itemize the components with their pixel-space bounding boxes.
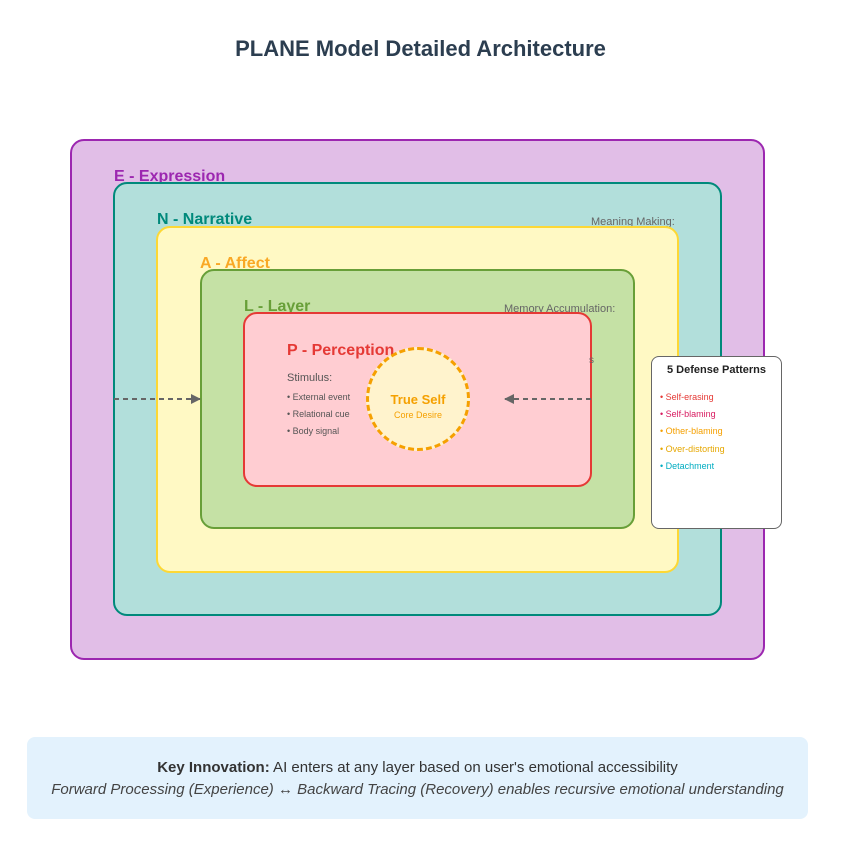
layer-layer-label: L - Layer xyxy=(244,298,311,315)
innovation-line: Key Innovation: AI enters at any layer b… xyxy=(27,759,808,776)
defense-pattern-item: • Detachment xyxy=(660,461,715,471)
defense-pattern-item: • Other-blaming xyxy=(660,426,723,436)
narrative-side-label: Meaning Making: xyxy=(591,216,675,228)
perception-hidden-fragment: s xyxy=(589,355,594,366)
defense-pattern-item: • Self-erasing xyxy=(660,392,714,402)
true-self-circle: True Self Core Desire xyxy=(366,347,470,451)
true-self-subtitle: Core Desire xyxy=(393,410,442,420)
stimulus-title: Stimulus: xyxy=(287,372,333,384)
true-self-title: True Self xyxy=(390,392,446,407)
innovation-subtext: Forward Processing (Experience) ↔ Backwa… xyxy=(51,781,784,798)
defense-patterns-title: 5 Defense Patterns xyxy=(666,364,767,376)
innovation-text: AI enters at any layer based on user's e… xyxy=(269,759,678,776)
stimulus-item: • Relational cue xyxy=(287,409,350,419)
defense-pattern-item: • Self-blaming xyxy=(660,409,716,419)
defense-pattern-item: • Over-distorting xyxy=(660,444,725,454)
perception-layer-label: P - Perception xyxy=(287,342,395,359)
stimulus-item: • External event xyxy=(287,392,351,402)
key-innovation-box: Key Innovation: AI enters at any layer b… xyxy=(27,737,808,819)
innovation-bold-label: Key Innovation: xyxy=(157,759,270,776)
stimulus-item: • Body signal xyxy=(287,426,340,436)
defense-patterns-box: 5 Defense Patterns • Self-erasing • Self… xyxy=(651,356,782,529)
affect-layer-label: A - Affect xyxy=(200,255,270,272)
diagram-title: PLANE Model Detailed Architecture xyxy=(235,36,606,61)
narrative-layer-label: N - Narrative xyxy=(157,211,253,228)
expression-layer-label: E - Expression xyxy=(114,168,226,185)
